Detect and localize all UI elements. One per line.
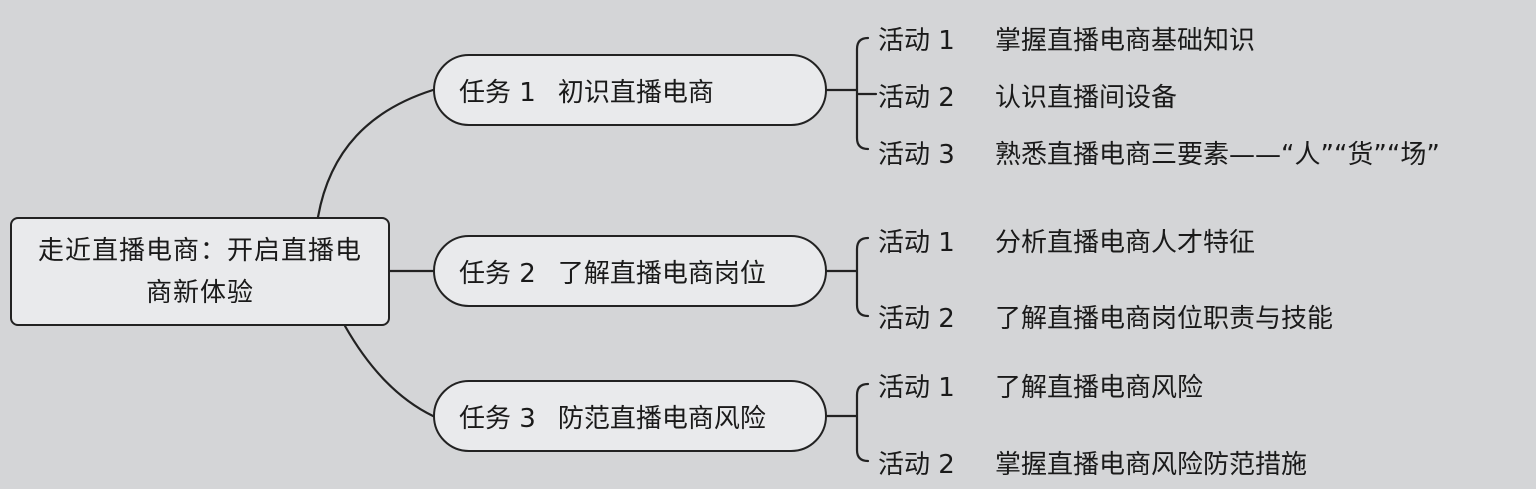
- task-title: 防范直播电商风险: [557, 403, 766, 434]
- activity-3-1: 活动 1 了解直播电商风险: [878, 365, 1203, 405]
- activity-title: 分析直播电商人才特征: [995, 227, 1256, 258]
- activity-title: 了解直播电商风险: [995, 372, 1204, 403]
- task-node-3: 任务 3 防范直播电商风险: [433, 380, 827, 452]
- activity-title: 掌握直播电商风险防范措施: [995, 449, 1308, 480]
- task-label: 任务 1: [459, 77, 536, 108]
- task-node-2: 任务 2 了解直播电商岗位: [433, 235, 827, 307]
- connector-task1-activities: [825, 36, 878, 151]
- activity-label: 活动 1: [878, 227, 955, 258]
- activity-label: 活动 1: [878, 372, 955, 403]
- connector-task3-activities: [825, 382, 870, 463]
- activity-title: 掌握直播电商基础知识: [995, 25, 1256, 56]
- connector-root-task3: [343, 324, 435, 418]
- connector-root-task1: [316, 88, 435, 219]
- activity-label: 活动 2: [878, 303, 955, 334]
- activity-label: 活动 3: [878, 139, 955, 170]
- activity-1-3: 活动 3 熟悉直播电商三要素——“人”“货”“场”: [878, 132, 1440, 172]
- activity-1-2: 活动 2 认识直播间设备: [878, 75, 1177, 115]
- root-title: 走近直播电商：开启直播电商新体验: [37, 235, 362, 308]
- activity-1-1: 活动 1 掌握直播电商基础知识: [878, 18, 1255, 58]
- root-node: 走近直播电商：开启直播电商新体验: [10, 217, 390, 326]
- task-label: 任务 3: [459, 403, 536, 434]
- task-node-1: 任务 1 初识直播电商: [433, 54, 827, 126]
- activity-label: 活动 2: [878, 449, 955, 480]
- activity-title: 熟悉直播电商三要素——“人”“货”“场”: [995, 139, 1440, 170]
- activity-label: 活动 2: [878, 82, 955, 113]
- activity-label: 活动 1: [878, 25, 955, 56]
- activity-3-2: 活动 2 掌握直播电商风险防范措施: [878, 442, 1307, 482]
- task-title: 了解直播电商岗位: [557, 258, 766, 289]
- connector-task2-activities: [825, 236, 870, 318]
- activity-title: 了解直播电商岗位职责与技能: [995, 303, 1334, 334]
- activity-2-2: 活动 2 了解直播电商岗位职责与技能: [878, 296, 1333, 336]
- activity-title: 认识直播间设备: [995, 82, 1178, 113]
- task-label: 任务 2: [459, 258, 536, 289]
- activity-2-1: 活动 1 分析直播电商人才特征: [878, 220, 1255, 260]
- task-title: 初识直播电商: [557, 77, 714, 108]
